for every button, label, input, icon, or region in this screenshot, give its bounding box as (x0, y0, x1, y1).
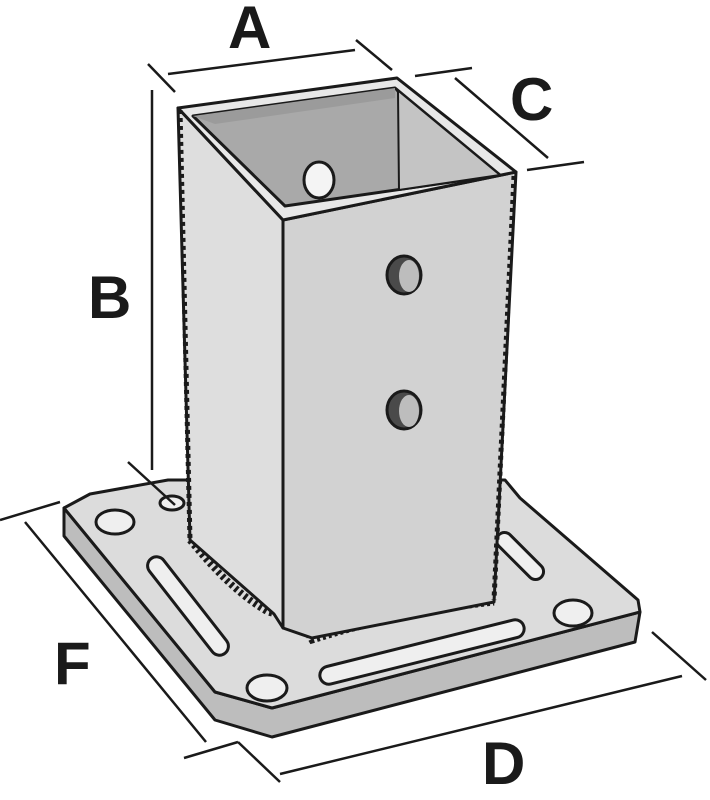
dimension-c-tick-bottom (526, 160, 585, 172)
inner-wall-hole (302, 160, 336, 200)
dimension-c-line (454, 77, 549, 159)
label-c: C (510, 66, 553, 133)
label-a: A (228, 0, 271, 61)
label-f: F (54, 630, 91, 697)
dimension-c-tick-top (414, 66, 473, 78)
dimension-a-tick-right (355, 39, 393, 71)
dimension-d-line (279, 674, 683, 776)
post-tube (176, 76, 518, 645)
dimension-a-line (167, 48, 356, 76)
tube-inner-left-wall (193, 88, 395, 124)
dimension-f-line (24, 521, 207, 743)
front-hole-lower-shade (399, 395, 419, 427)
front-hole-upper-shade (399, 260, 419, 292)
corner-hole-left (94, 508, 136, 536)
label-d: D (482, 730, 525, 797)
dimension-d-tick-left (237, 741, 281, 783)
slot-front (318, 618, 526, 686)
dimension-lines (0, 39, 707, 783)
tube-inner-wall (394, 87, 501, 191)
dimension-b-tick-bottom (127, 461, 176, 506)
dimension-a-tick-left (147, 63, 176, 93)
dimension-f-tick-bottom (183, 740, 239, 760)
weld-seam (187, 537, 495, 645)
corner-hole-front (245, 673, 289, 703)
dimension-f-tick-top (0, 500, 61, 522)
tube-right-edge-texture (491, 175, 517, 601)
corner-hole-right (552, 598, 594, 628)
dimension-d-tick-right (651, 631, 707, 681)
label-b: B (88, 264, 131, 331)
slot-left (146, 555, 230, 657)
